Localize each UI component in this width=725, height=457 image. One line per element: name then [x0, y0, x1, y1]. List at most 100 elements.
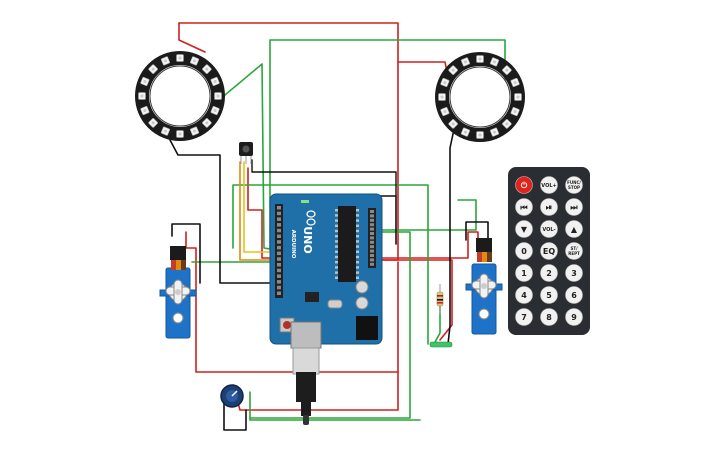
neopixel-led-lens	[213, 109, 217, 113]
pin--11[interactable]	[277, 228, 281, 233]
servo-left[interactable]	[159, 246, 197, 339]
pin-2[interactable]	[277, 280, 281, 284]
neopixel-led-lens	[193, 59, 197, 63]
servo-right[interactable]	[465, 238, 503, 335]
wire-black[interactable]	[447, 119, 457, 345]
pin--6[interactable]	[277, 257, 281, 261]
pin-4[interactable]	[277, 268, 281, 273]
wire-yellow[interactable]	[243, 161, 277, 253]
potentiometer[interactable]	[220, 384, 244, 408]
board-model-label: UNO	[301, 226, 314, 254]
key-2-button[interactable]: 2	[540, 264, 558, 282]
key-0-button[interactable]: 0	[515, 242, 533, 260]
power-button[interactable]: ⏻	[515, 176, 533, 194]
pin-gnd[interactable]	[370, 232, 374, 235]
key-8-button[interactable]: 8	[540, 308, 558, 326]
remote-button-label: ▲	[571, 225, 578, 234]
pin-vin[interactable]	[370, 236, 374, 240]
remote-button-label: 1	[521, 269, 527, 278]
pin-ioref[interactable]	[370, 210, 374, 213]
pin-gnd[interactable]	[370, 227, 374, 231]
pin--5[interactable]	[277, 263, 281, 267]
wire-green[interactable]	[249, 391, 421, 421]
remote-button-label: 0	[521, 247, 527, 256]
usb-cable[interactable]	[292, 347, 320, 425]
remote-button-label: EQ	[543, 247, 555, 256]
key-5-button[interactable]: 5	[540, 286, 558, 304]
pin-7[interactable]	[277, 251, 281, 256]
key-6-button[interactable]: 6	[565, 286, 583, 304]
wire-green[interactable]	[377, 199, 477, 231]
neopixel-ring-right[interactable]	[435, 52, 525, 142]
wire-red[interactable]	[185, 231, 399, 373]
wire-black[interactable]	[251, 159, 397, 197]
up-button[interactable]: ▲	[565, 220, 583, 238]
neopixel-led-lens	[213, 79, 217, 83]
wire-black[interactable]	[223, 399, 247, 431]
vol-down-button[interactable]: VOL-	[540, 220, 558, 238]
fast-forward-button[interactable]: ⏭	[565, 198, 583, 216]
wire-green[interactable]	[433, 299, 441, 345]
st-rept-button[interactable]: ST/REPT	[565, 242, 583, 260]
wire-red[interactable]	[377, 259, 453, 341]
pin-a0[interactable]	[370, 240, 374, 244]
pin-12[interactable]	[277, 223, 281, 227]
pin-a5[interactable]	[370, 262, 374, 266]
pin--9[interactable]	[277, 240, 281, 244]
remote-button-label: 5	[546, 291, 552, 300]
pin-a1[interactable]	[370, 245, 374, 249]
pin--3[interactable]	[277, 274, 281, 278]
neopixel-led-lens	[151, 121, 155, 125]
key-7-button[interactable]: 7	[515, 308, 533, 326]
wire-green[interactable]	[232, 184, 429, 345]
wire-black[interactable]	[171, 223, 201, 284]
func-stop-button[interactable]: FUNC/STOP	[565, 176, 583, 194]
pin-a4[interactable]	[370, 258, 374, 262]
pin-tx-1[interactable]	[277, 285, 281, 290]
play-pause-button[interactable]: ⏯	[540, 198, 558, 216]
pin-rx-0[interactable]	[277, 291, 281, 296]
key-3-button[interactable]: 3	[565, 264, 583, 282]
wire-red[interactable]	[247, 167, 277, 259]
arduino-uno-board[interactable]: UNO ARDUINO	[269, 193, 383, 349]
down-button[interactable]: ▼	[515, 220, 533, 238]
rewind-button[interactable]: ⏮	[515, 198, 533, 216]
vol-up-button[interactable]: VOL+	[540, 176, 558, 194]
pin-a3[interactable]	[370, 254, 374, 257]
remote-button-label: 8	[546, 313, 552, 322]
pin-reset[interactable]	[370, 214, 374, 218]
remote-button-label: 4	[521, 291, 527, 300]
key-9-button[interactable]: 9	[565, 308, 583, 326]
wire-red[interactable]	[377, 231, 479, 259]
key-4-button[interactable]: 4	[515, 286, 533, 304]
pin-8[interactable]	[277, 245, 281, 250]
key-1-button[interactable]: 1	[515, 264, 533, 282]
wire-red[interactable]	[178, 22, 206, 53]
neopixel-ring-left[interactable]	[135, 51, 225, 141]
pin-5v[interactable]	[370, 223, 374, 227]
analog-pin-header[interactable]	[370, 210, 374, 266]
wire-green[interactable]	[249, 231, 411, 419]
pin-gnd[interactable]	[277, 211, 281, 216]
digital-pin-header[interactable]	[277, 206, 281, 295]
ir-receiver[interactable]	[239, 142, 253, 164]
wire-black[interactable]	[169, 139, 277, 284]
wire-orange[interactable]	[239, 161, 277, 261]
wire-red[interactable]	[397, 61, 448, 73]
resistor[interactable]	[436, 284, 444, 314]
pin-aref[interactable]	[277, 206, 281, 210]
power-jack[interactable]	[356, 316, 378, 340]
eq-button[interactable]: EQ	[540, 242, 558, 260]
led[interactable]	[429, 341, 453, 348]
pin-a2[interactable]	[370, 249, 374, 253]
wire-black[interactable]	[465, 221, 489, 241]
pin-3-3v[interactable]	[370, 218, 374, 222]
pin--10[interactable]	[277, 234, 281, 239]
pin-13[interactable]	[277, 217, 281, 221]
remote-button-label: ⏯	[546, 203, 552, 212]
remote-button-label: ▼	[521, 225, 528, 234]
remote-button-label: 7	[521, 313, 527, 322]
atmega-chip	[335, 209, 359, 279]
